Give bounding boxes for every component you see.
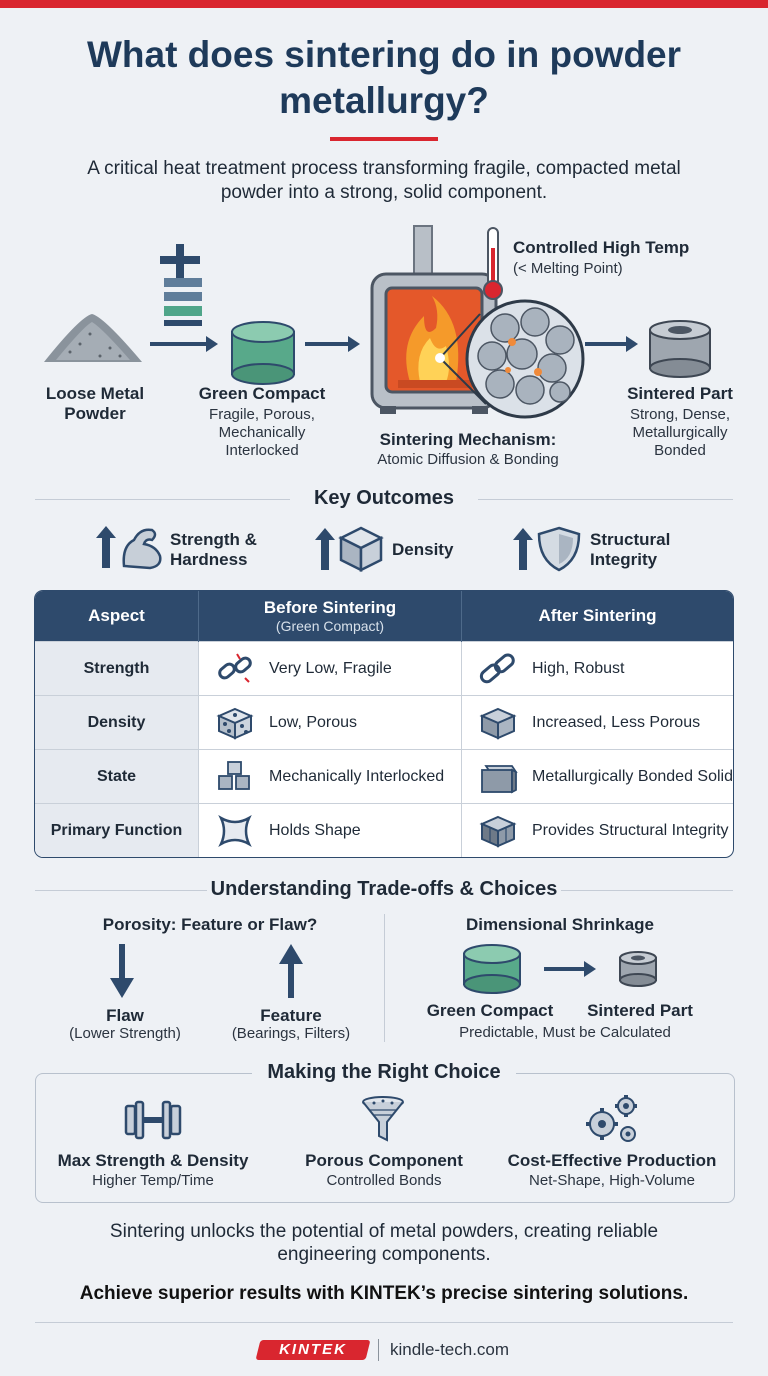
sintered-part-desc: Strong, Dense, Metallurgically Bonded xyxy=(629,406,731,459)
row-before: Mechanically Interlocked xyxy=(269,767,445,785)
row-before: Holds Shape xyxy=(269,821,361,839)
mechanism-desc: Atomic Diffusion & Bonding xyxy=(377,451,559,468)
powder-pile-icon xyxy=(44,314,142,362)
footer-url[interactable]: kindle-tech.com xyxy=(390,1340,510,1359)
shrink-sintered-label: Sintered Part xyxy=(587,1001,693,1020)
feature-label: Feature xyxy=(260,1006,322,1025)
green-compact-desc: Fragile, Porous, Mechanically Interlocke… xyxy=(209,406,315,459)
sintered-part-label: Sintered Part xyxy=(627,384,733,403)
shrink-green-label: Green Compact xyxy=(426,1001,554,1020)
choice-porous-sub: Controlled Bonds xyxy=(326,1172,442,1189)
tradeoff-column-divider xyxy=(384,914,385,1042)
section-divider xyxy=(478,499,733,500)
furnace-icon xyxy=(370,225,498,414)
choice-strength-title: Max Strength & Density xyxy=(57,1151,249,1170)
footer-divider xyxy=(35,1322,733,1323)
green-compact-icon xyxy=(463,944,521,994)
table-row: Primary Function Holds Shape Provides St… xyxy=(35,803,733,857)
row-aspect: Primary Function xyxy=(35,803,199,857)
row-before: Low, Porous xyxy=(269,713,358,731)
arrow-right-icon xyxy=(585,336,638,352)
shield-icon xyxy=(513,526,581,572)
table-row: Strength Very Low, Fragile High, Robust xyxy=(35,641,733,696)
section-divider xyxy=(561,890,733,891)
table-row: Density Low, Porous Increased, Less xyxy=(35,695,733,750)
row-after: Provides Structural Integrity xyxy=(532,821,729,839)
arrow-up-icon xyxy=(279,944,303,998)
kintek-logo: KINTEK xyxy=(255,1340,371,1360)
shrinkage-title: Dimensional Shrinkage xyxy=(466,915,654,934)
thermometer-icon xyxy=(483,227,503,300)
arrow-down-icon xyxy=(110,944,134,998)
temp-sublabel: (< Melting Point) xyxy=(513,260,623,277)
top-accent-bar xyxy=(0,0,768,8)
green-compact-icon xyxy=(231,321,295,385)
outcome-strength-label: Strength & Hardness xyxy=(170,530,257,569)
press-icon xyxy=(160,244,202,326)
chain-link-icon xyxy=(479,652,515,683)
choice-strength-sub: Higher Temp/Time xyxy=(92,1172,214,1189)
row-aspect: Density xyxy=(35,695,199,750)
section-divider xyxy=(35,890,207,891)
stacked-cubes-icon xyxy=(218,760,250,790)
muscle-arm-icon xyxy=(96,526,162,570)
row-aspect: State xyxy=(35,749,199,804)
row-before: Very Low, Fragile xyxy=(269,659,392,677)
process-diagram xyxy=(44,225,711,419)
title-underline xyxy=(330,137,438,141)
conclusion-text: Sintering unlocks the potential of metal… xyxy=(109,1221,659,1265)
section-divider xyxy=(35,499,290,500)
mechanism-label: Sintering Mechanism: xyxy=(379,430,557,449)
header-before: Before Sintering (Green Compact) xyxy=(198,591,462,642)
choice-cost-title: Cost-Effective Production xyxy=(507,1151,717,1170)
temp-label: Controlled High Temp xyxy=(513,238,690,257)
header-before-sub: (Green Compact) xyxy=(275,618,385,634)
porosity-title: Porosity: Feature or Flaw? xyxy=(102,915,318,934)
row-after: Increased, Less Porous xyxy=(532,713,701,731)
choice-cost-sub: Net-Shape, High-Volume xyxy=(529,1172,695,1189)
header-after: After Sintering xyxy=(461,591,733,642)
outcome-integrity-label: Structural Integrity xyxy=(590,530,671,569)
cta-text: Achieve superior results with KINTEK’s p… xyxy=(79,1283,689,1304)
table-header-row: Aspect Before Sintering (Green Compact) … xyxy=(35,591,733,642)
gears-icon xyxy=(586,1095,637,1142)
sintered-part-icon xyxy=(649,320,711,378)
green-compact-label: Green Compact xyxy=(198,384,326,403)
flaw-sublabel: (Lower Strength) xyxy=(69,1025,181,1042)
porous-cube-icon xyxy=(216,707,254,740)
structure-block-icon xyxy=(479,815,517,848)
header-before-label: Before Sintering xyxy=(263,598,397,617)
flaw-label: Flaw xyxy=(106,1006,144,1025)
tradeoffs-title: Understanding Trade-offs & Choices xyxy=(210,878,558,900)
row-aspect: Strength xyxy=(35,641,199,696)
dumbbell-icon xyxy=(124,1100,182,1140)
key-outcomes-title: Key Outcomes xyxy=(313,487,455,509)
header-aspect: Aspect xyxy=(35,591,199,642)
broken-chain-icon xyxy=(218,652,252,683)
row-after: High, Robust xyxy=(532,659,625,677)
bonded-block-icon xyxy=(481,764,518,793)
logo-text: KINTEK xyxy=(279,1341,347,1358)
solid-cube-icon xyxy=(479,707,517,740)
page-title: What does sintering do in powder metallu… xyxy=(86,34,682,121)
filter-funnel-icon xyxy=(362,1096,404,1142)
choice-porous-title: Porous Component xyxy=(305,1151,463,1170)
row-after: Metallurgically Bonded Solid xyxy=(532,767,733,785)
outcome-density-label: Density xyxy=(392,540,454,559)
cube-icon xyxy=(315,526,384,573)
arrow-right-icon xyxy=(150,336,218,352)
shape-outline-icon xyxy=(218,814,252,847)
particle-magnifier-icon xyxy=(465,299,585,419)
arrow-right-icon xyxy=(544,961,596,977)
arrow-right-icon xyxy=(305,336,360,352)
shrinkage-diagram xyxy=(463,944,657,994)
table-row: State Mechanically Interlocked Metallurg xyxy=(35,749,733,804)
feature-sublabel: (Bearings, Filters) xyxy=(231,1025,351,1042)
shrink-note: Predictable, Must be Calculated xyxy=(459,1024,671,1041)
comparison-table: Aspect Before Sintering (Green Compact) … xyxy=(35,591,733,857)
choice-title: Making the Right Choice xyxy=(267,1061,501,1083)
sintered-part-icon xyxy=(619,951,657,987)
loose-powder-label: Loose Metal Powder xyxy=(45,384,145,423)
page-subtitle: A critical heat treatment process transf… xyxy=(87,158,681,203)
